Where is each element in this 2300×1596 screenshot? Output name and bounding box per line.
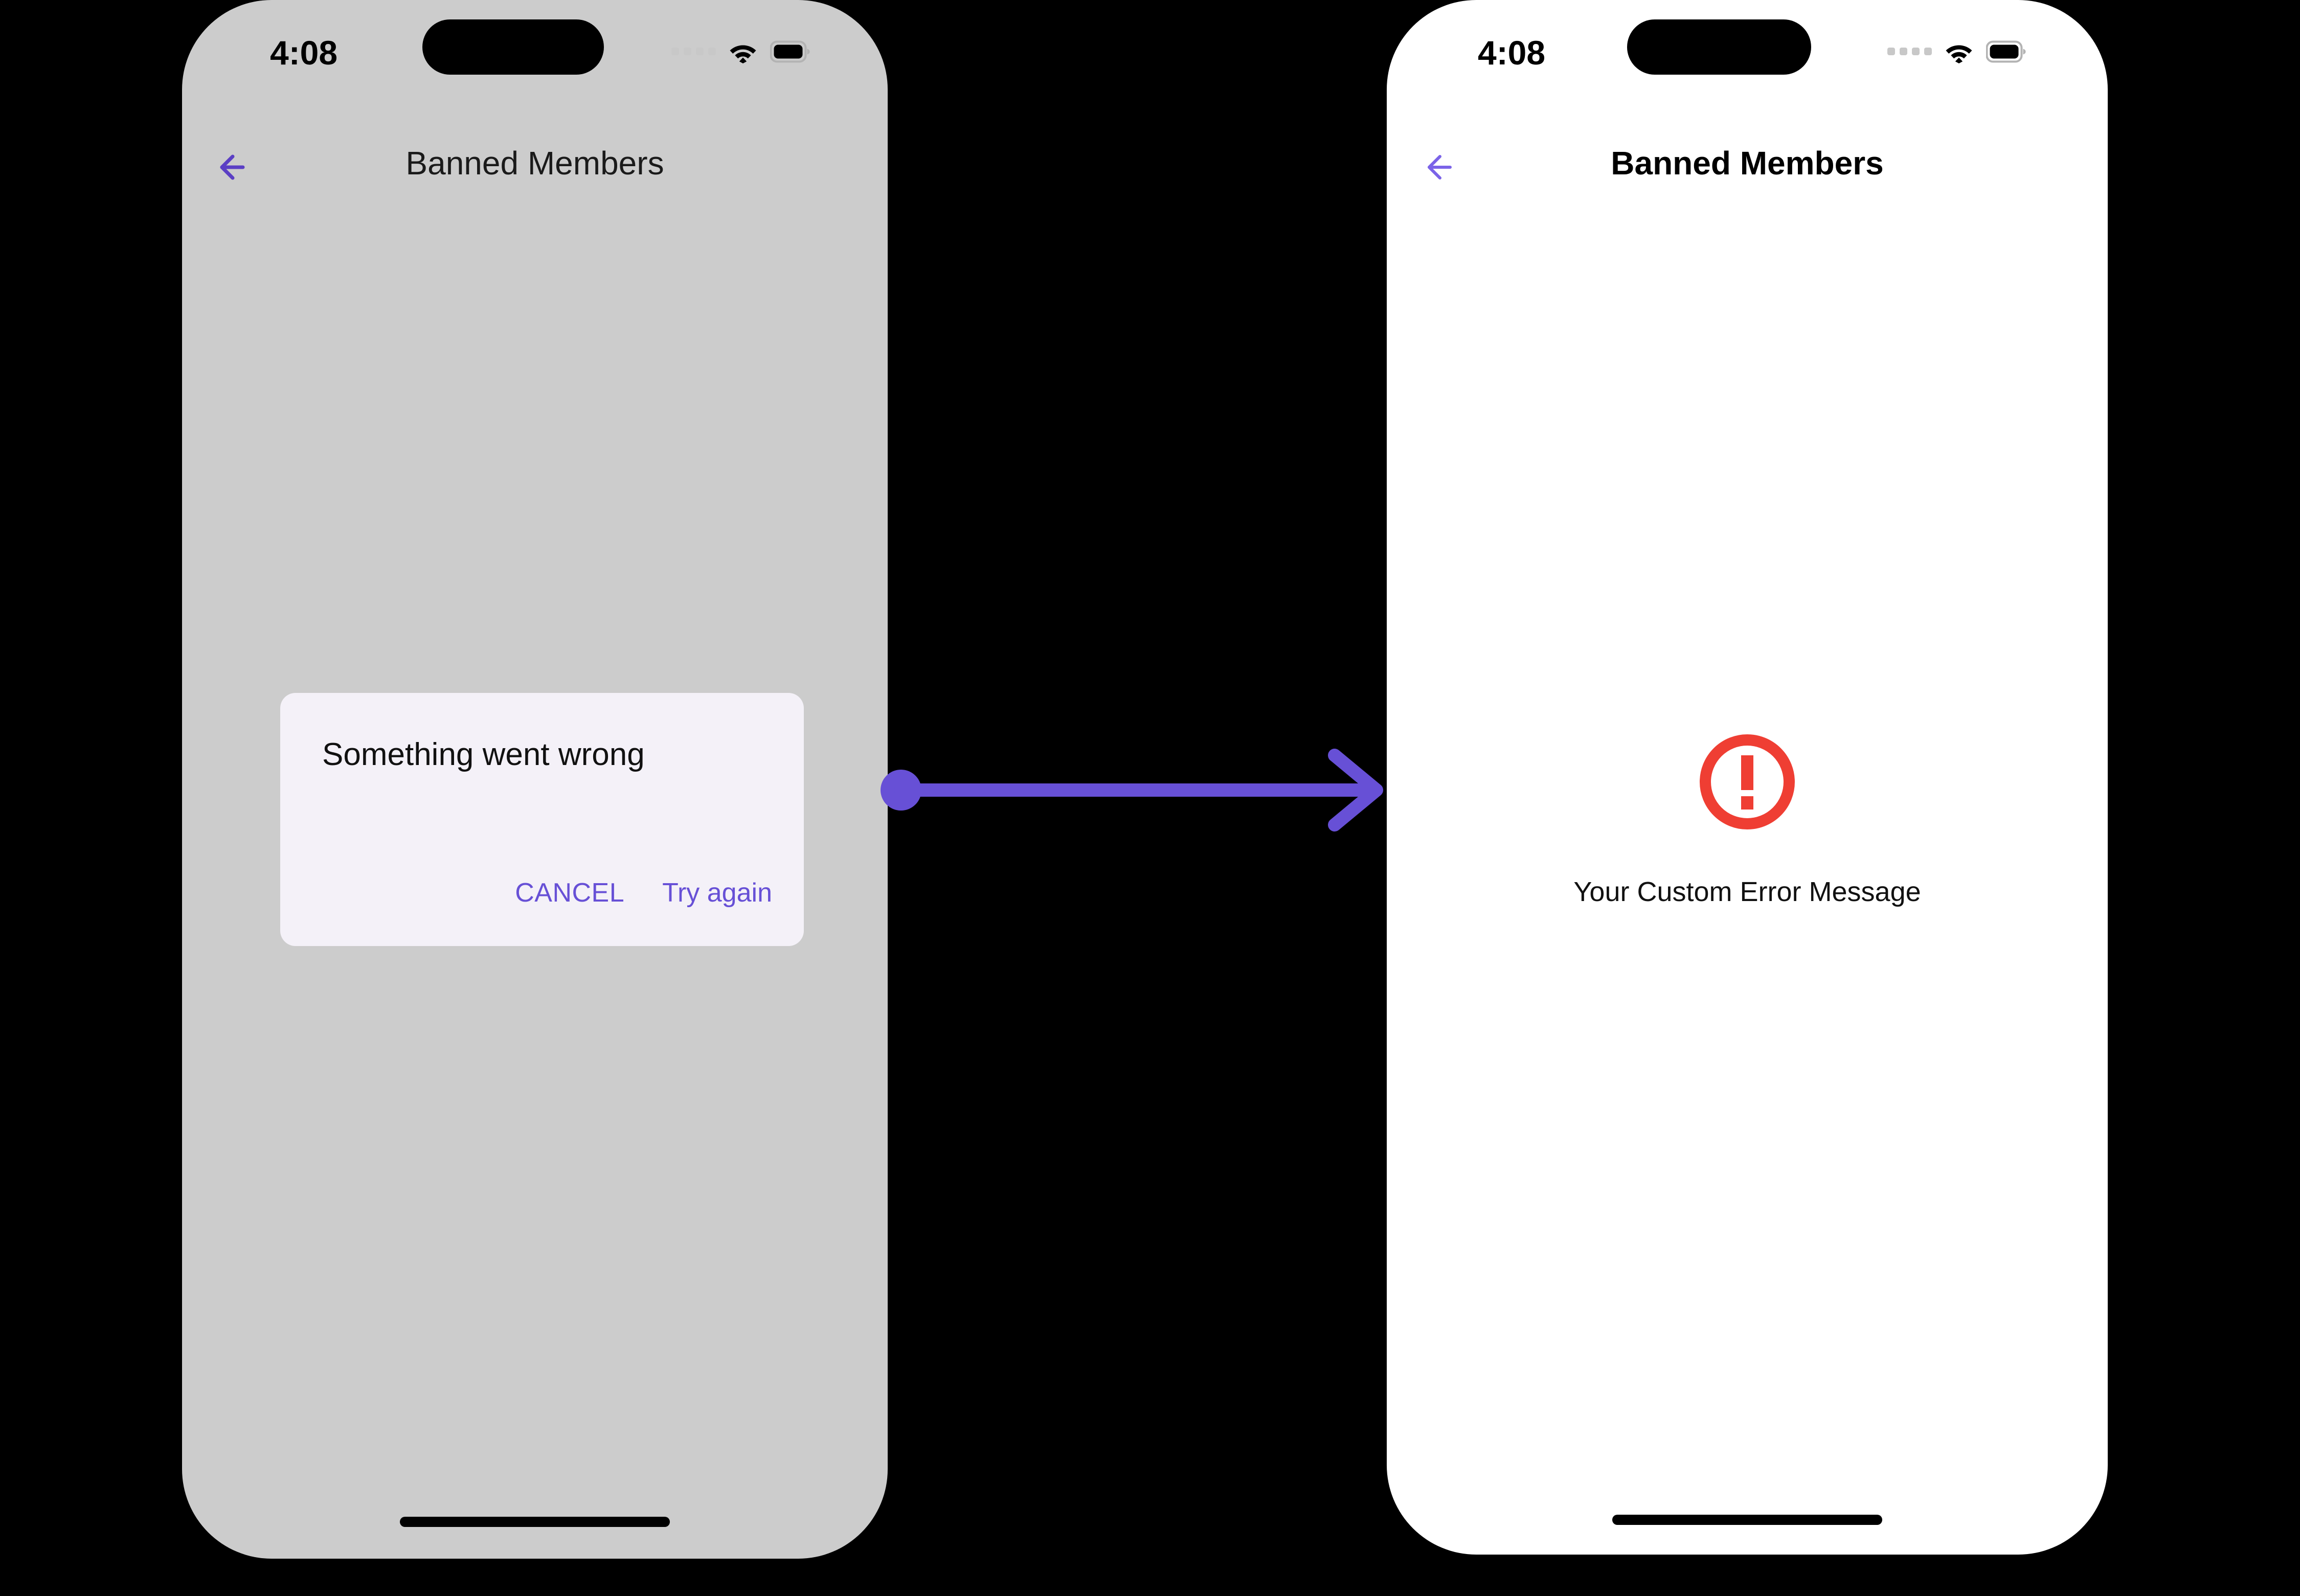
dialog-actions: CANCEL Try again bbox=[515, 880, 772, 906]
phone-left-dialog-variant: 4:08 bbox=[182, 0, 888, 1559]
dynamic-island bbox=[422, 19, 604, 75]
nav-bar-right: Banned Members bbox=[1387, 130, 2108, 207]
cancel-button[interactable]: CANCEL bbox=[515, 878, 625, 908]
status-indicators bbox=[1887, 40, 2026, 63]
signal-dots-icon bbox=[671, 47, 716, 56]
phone-right-error-state-variant: 4:08 bbox=[1387, 0, 2108, 1555]
status-time: 4:08 bbox=[1478, 34, 1546, 72]
error-state: Your Custom Error Message bbox=[1387, 729, 2108, 910]
error-exclamation-circle-icon bbox=[1694, 729, 1800, 835]
back-button[interactable] bbox=[200, 137, 261, 198]
wifi-icon bbox=[727, 40, 759, 63]
status-indicators bbox=[671, 40, 810, 63]
nav-bar-left: Banned Members bbox=[182, 130, 888, 207]
error-message: Your Custom Error Message bbox=[1573, 876, 1921, 907]
back-button[interactable] bbox=[1407, 137, 1469, 198]
dialog-title: Something went wrong bbox=[322, 737, 645, 772]
arrow-left-icon bbox=[1419, 148, 1457, 186]
battery-full-icon bbox=[1986, 40, 2026, 63]
signal-dots-icon bbox=[1887, 47, 1932, 56]
arrow-right-connector bbox=[880, 744, 1401, 836]
home-indicator[interactable] bbox=[400, 1517, 670, 1527]
status-time: 4:08 bbox=[270, 34, 338, 72]
arrow-left-icon bbox=[212, 148, 250, 186]
error-dialog: Something went wrong CANCEL Try again bbox=[280, 693, 804, 946]
dynamic-island bbox=[1627, 19, 1811, 75]
wifi-icon bbox=[1943, 40, 1975, 63]
battery-full-icon bbox=[770, 40, 810, 63]
status-bar-left: 4:08 bbox=[182, 0, 888, 102]
page-title: Banned Members bbox=[405, 145, 664, 182]
status-bar-right: 4:08 bbox=[1387, 0, 2108, 102]
page-title: Banned Members bbox=[1611, 145, 1884, 182]
home-indicator[interactable] bbox=[1612, 1515, 1882, 1525]
try-again-button[interactable]: Try again bbox=[662, 878, 772, 908]
